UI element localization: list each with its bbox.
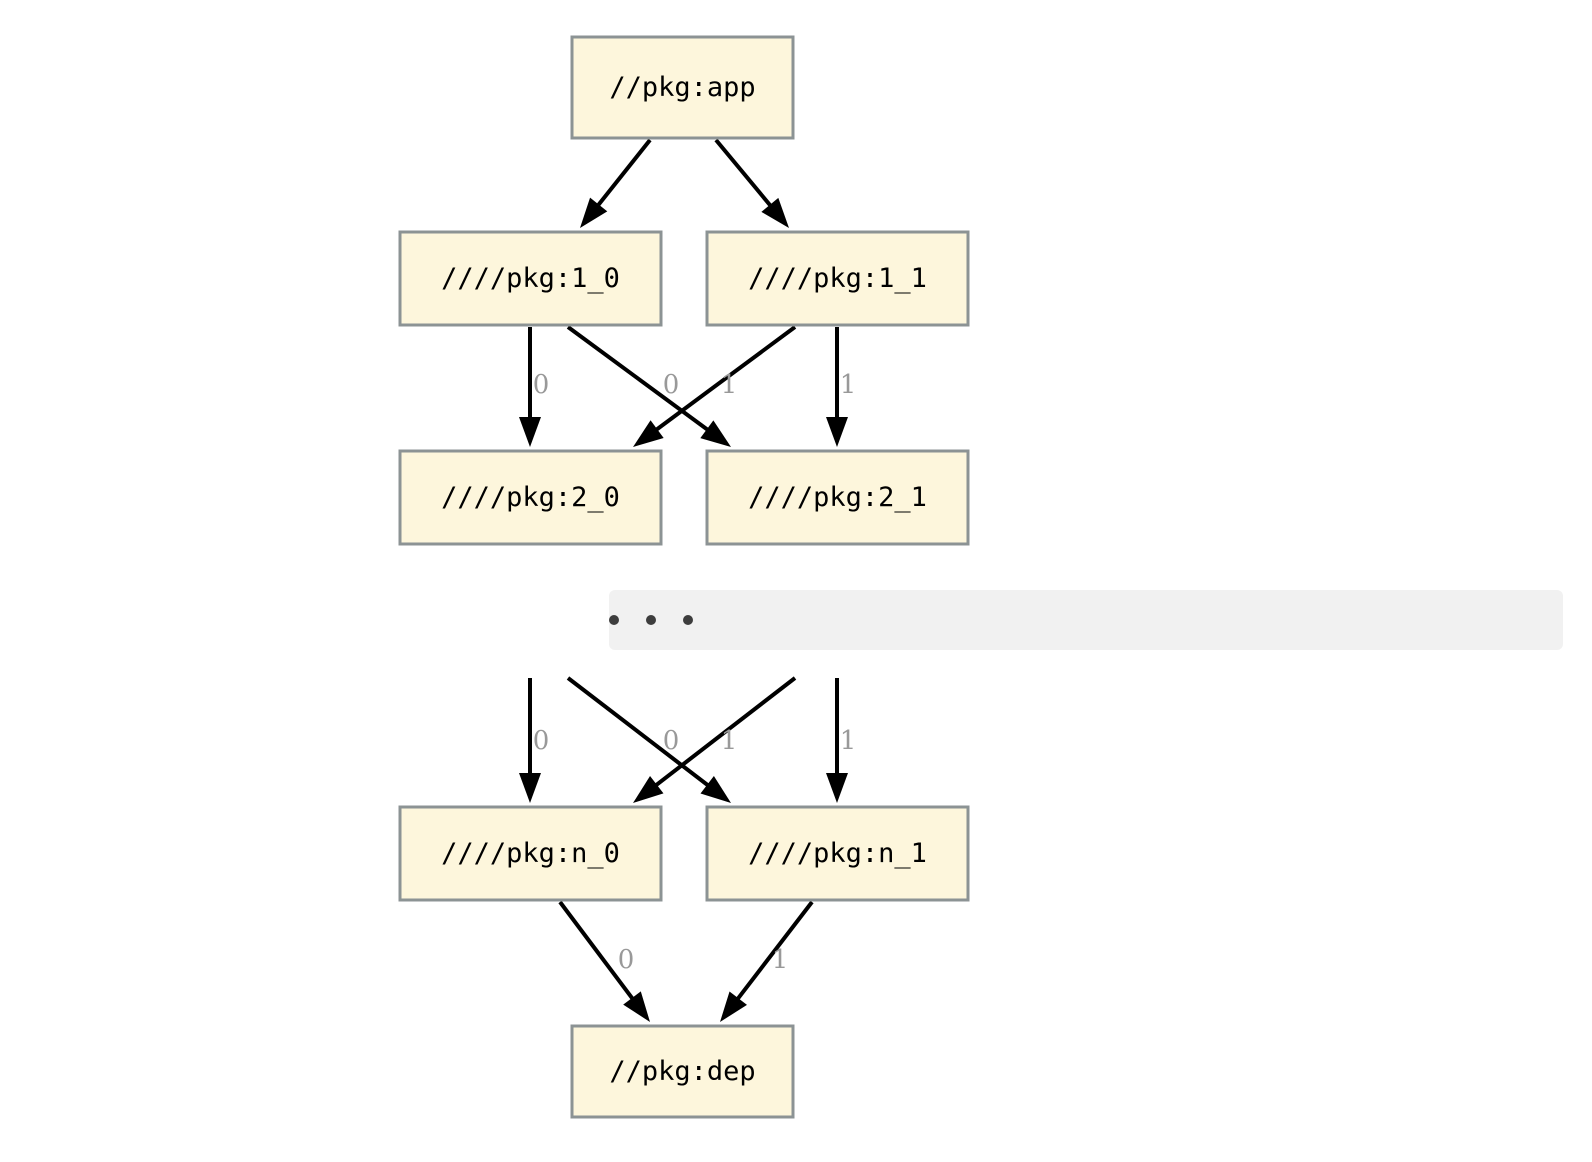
graph-edge: 1 [720,900,814,1022]
ellipsis-region [609,590,1563,650]
node-box[interactable] [570,1024,795,1119]
edge-arrowhead [700,776,731,803]
graph-edge: 1 [826,678,856,803]
edge-label: 0 [618,945,635,975]
edge-arrowhead [761,197,789,228]
edge-label: 0 [533,370,550,400]
edge-arrowhead [826,773,848,803]
node-label: //pkg:dep [609,1056,755,1087]
edge-line [714,138,776,211]
graph-edge [580,138,652,228]
edge-line [566,676,714,790]
graph-edge [714,138,789,228]
graph-edge: 1 [633,676,797,803]
graph-node-n1_0[interactable]: ////pkg:1_0 [398,230,663,327]
node-box[interactable] [705,449,970,546]
graph-node-nn_1[interactable]: ////pkg:n_1 [705,805,970,902]
node-label: ////pkg:2_1 [748,482,927,513]
edge-arrowhead [519,773,541,803]
graph-node-nn_0[interactable]: ////pkg:n_0 [398,805,663,902]
edge-arrowhead [826,417,848,447]
edge-label: 1 [840,726,857,756]
node-label: ////pkg:2_0 [441,482,620,513]
edge-line [733,900,814,1005]
edge-line [650,676,797,790]
node-label: ////pkg:n_0 [441,838,620,869]
edge-layer: 0 0 1 1 0 0 1 1 0 1 [519,138,856,1022]
node-label: ////pkg:n_1 [748,838,927,869]
edge-arrowhead [519,417,541,447]
edge-line [651,325,797,435]
graph-edge: 0 [566,676,731,803]
edge-arrowhead [623,991,650,1022]
edge-label: 1 [772,945,789,975]
edge-arrowhead [700,420,731,447]
edge-arrowhead [633,775,664,803]
node-box[interactable] [398,805,663,902]
edge-label: 0 [533,726,550,756]
graph-edge: 0 [519,678,549,803]
edge-label: 0 [663,370,680,400]
edge-label: 1 [840,370,857,400]
node-label: ////pkg:1_0 [441,263,620,294]
node-label: //pkg:app [609,72,755,103]
edge-label: 0 [663,726,680,756]
ellipsis-dot [683,615,693,625]
graph-edge: 0 [566,325,731,447]
graph-node-app[interactable]: //pkg:app [570,35,795,140]
node-label: ////pkg:1_1 [748,263,927,294]
graph-node-n2_1[interactable]: ////pkg:2_1 [705,449,970,546]
graph-node-n2_0[interactable]: ////pkg:2_0 [398,449,663,546]
ellipsis-band [609,590,1563,650]
edge-arrowhead [580,197,608,228]
edge-label: 1 [721,726,738,756]
edge-line [593,138,652,211]
graph-edge: 0 [558,900,650,1022]
edge-arrowhead [720,991,747,1022]
node-layer: //pkg:app ////pkg:1_0 ////pkg:1_1 ////pkg:2… [398,35,970,1119]
graph-node-dep[interactable]: //pkg:dep [570,1024,795,1119]
graph-edge: 1 [633,325,797,447]
node-box[interactable] [398,449,663,546]
ellipsis-dot [646,615,656,625]
edge-arrowhead [633,420,664,447]
node-box[interactable] [705,230,970,327]
graph-edge: 0 [519,327,549,447]
node-box[interactable] [570,35,795,140]
graph-node-n1_1[interactable]: ////pkg:1_1 [705,230,970,327]
edge-line [558,900,638,1004]
node-box[interactable] [705,805,970,902]
node-box[interactable] [398,230,663,327]
edge-label: 1 [721,370,738,400]
edge-line [566,325,713,435]
ellipsis-dot [609,615,619,625]
graph-edge: 1 [826,327,856,447]
